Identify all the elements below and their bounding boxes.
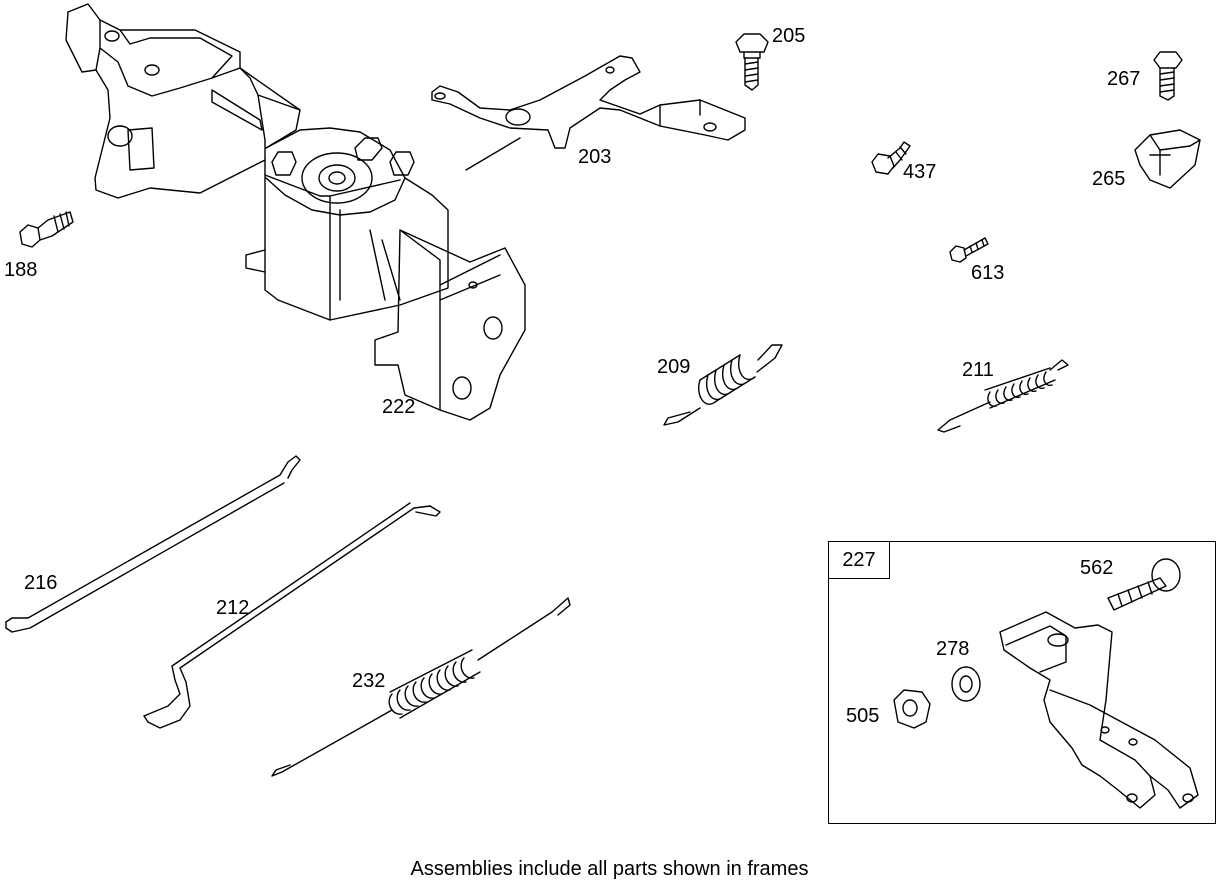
- spring-211-drawing: [938, 360, 1068, 432]
- screw-188-drawing: [20, 212, 73, 247]
- clip-265-drawing: [1135, 130, 1200, 188]
- washer-278-drawing: [952, 667, 980, 701]
- part-label-265: 265: [1092, 168, 1126, 190]
- part-label-267: 267: [1107, 68, 1141, 90]
- screw-613-drawing: [950, 238, 988, 262]
- part-label-188: 188: [4, 259, 38, 281]
- bracket-203-drawing: [432, 56, 745, 170]
- assembly-frame-label: 227: [828, 541, 890, 579]
- governor-bracket-drawing: [66, 4, 525, 420]
- screw-267-drawing: [1154, 52, 1182, 100]
- part-label-212: 212: [216, 597, 250, 619]
- rod-216-drawing: [6, 456, 300, 632]
- spring-209-drawing: [664, 345, 782, 425]
- diagram-caption: Assemblies include all parts shown in fr…: [410, 858, 809, 880]
- part-label-203: 203: [578, 146, 612, 168]
- part-label-205: 205: [772, 25, 806, 47]
- bolt-562-drawing: [1108, 559, 1180, 610]
- rod-212-drawing: [144, 503, 440, 728]
- screw-205-drawing: [736, 34, 768, 90]
- part-label-222: 222: [382, 396, 416, 418]
- lever-assembly-drawing: [1000, 612, 1198, 808]
- screw-437-drawing: [872, 142, 910, 174]
- assembly-frame: 227: [828, 541, 1216, 824]
- part-label-437: 437: [903, 161, 937, 183]
- part-label-505: 505: [846, 705, 880, 727]
- part-label-278: 278: [936, 638, 970, 660]
- spring-232-drawing: [272, 598, 570, 776]
- part-label-209: 209: [657, 356, 691, 378]
- part-label-216: 216: [24, 572, 58, 594]
- part-label-562: 562: [1080, 557, 1114, 579]
- part-label-613: 613: [971, 262, 1005, 284]
- nut-505-drawing: [894, 690, 930, 728]
- part-label-211: 211: [962, 359, 994, 381]
- part-label-232: 232: [352, 670, 386, 692]
